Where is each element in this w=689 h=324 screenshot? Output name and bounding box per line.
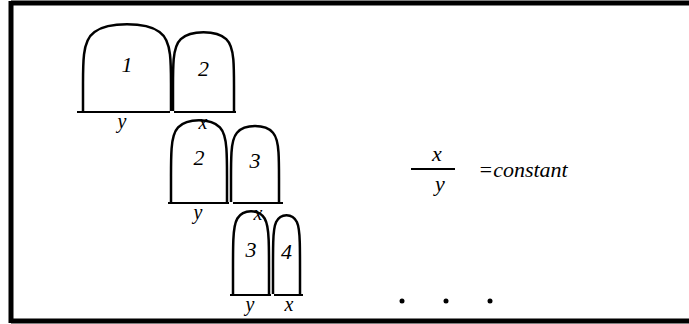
tooth-contour (171, 120, 227, 202)
tooth-letter: x (254, 203, 263, 223)
tooth-number: 2 (194, 147, 205, 169)
tooth-contour (231, 126, 279, 202)
ellipsis-dot (444, 299, 449, 304)
tooth-number: 3 (250, 150, 261, 172)
tooth-outline: 3 (232, 209, 270, 294)
tooth-contour (233, 211, 269, 294)
formula-text: x (432, 143, 442, 165)
tooth-letter: x (285, 294, 294, 314)
tooth-number: 1 (122, 54, 133, 76)
formula-text: =constant (478, 159, 567, 181)
tooth-letter: y (194, 202, 203, 222)
ellipsis-dot (400, 299, 405, 304)
tooth-contour (273, 215, 300, 294)
tooth-contour (173, 32, 234, 111)
tooth-outline: 1 (82, 22, 172, 111)
frame-top (11, 1, 689, 6)
frame-bottom (11, 319, 689, 324)
tooth-letter: y (118, 111, 127, 131)
tooth-contour (83, 24, 171, 111)
tooth-number: 4 (281, 241, 292, 263)
fraction-bar (411, 168, 455, 170)
tooth-letter: y (246, 294, 255, 314)
formula-text: y (435, 173, 445, 195)
tooth-letter: x (199, 112, 208, 132)
ellipsis-dot (488, 299, 493, 304)
tooth-outline: 2 (172, 30, 235, 111)
frame-left (9, 1, 14, 323)
tooth-number: 2 (198, 58, 209, 80)
tooth-outline: 4 (272, 213, 301, 294)
tooth-number: 3 (246, 239, 257, 261)
tooth-outline: 3 (230, 124, 280, 202)
